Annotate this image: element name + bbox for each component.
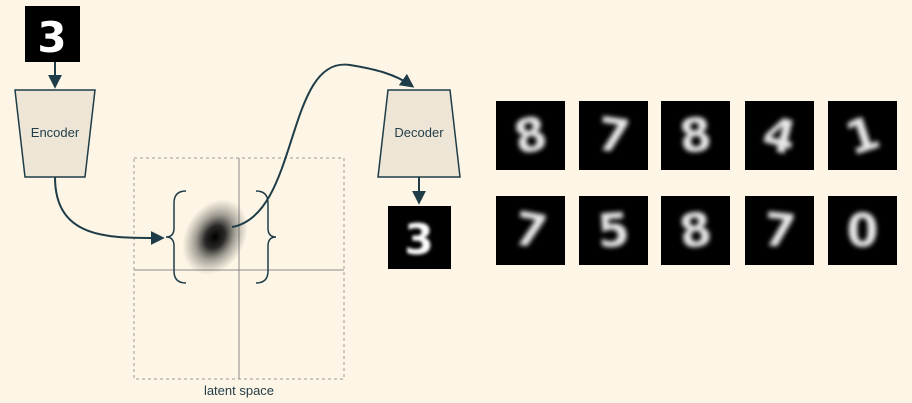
encoder-label: Encoder bbox=[31, 125, 80, 140]
sample-tile: 4 bbox=[745, 101, 814, 170]
sample-digit-glyph: 8 bbox=[676, 202, 715, 260]
sample-tile: 8 bbox=[496, 101, 565, 170]
sample-digit-glyph: 5 bbox=[596, 202, 632, 258]
sample-tile: 0 bbox=[828, 196, 897, 265]
arrow-latent-to-decoder bbox=[231, 63, 415, 228]
output-digit-glyph: 3 bbox=[404, 215, 433, 264]
sample-tile: 8 bbox=[661, 101, 730, 170]
right-brace bbox=[255, 190, 277, 284]
decoder-label: Decoder bbox=[394, 125, 444, 140]
output-digit-image: 3 bbox=[388, 206, 451, 269]
sample-tile: 1 bbox=[828, 101, 897, 170]
decoder-block: Decoder bbox=[377, 89, 461, 178]
encoder-block: Encoder bbox=[14, 89, 96, 178]
latent-space-plot: latent space bbox=[133, 157, 345, 398]
arrow-encoder-to-latent bbox=[54, 176, 165, 246]
latent-space-caption: latent space bbox=[204, 383, 274, 398]
sample-tile: 5 bbox=[579, 196, 648, 265]
sample-digit-glyph: 0 bbox=[846, 204, 878, 258]
sample-digit-glyph: 7 bbox=[594, 107, 633, 165]
input-digit-glyph: 3 bbox=[37, 13, 66, 62]
sample-digit-glyph: 7 bbox=[761, 202, 798, 259]
latent-distribution-blob bbox=[182, 199, 248, 275]
left-brace bbox=[165, 190, 187, 284]
sample-tile: 7 bbox=[745, 196, 814, 265]
sample-tile: 8 bbox=[661, 196, 730, 265]
sample-digit-glyph: 8 bbox=[677, 107, 714, 164]
sample-tile: 7 bbox=[579, 101, 648, 170]
input-digit-image: 3 bbox=[25, 6, 80, 62]
sample-tile: 7 bbox=[496, 196, 565, 265]
